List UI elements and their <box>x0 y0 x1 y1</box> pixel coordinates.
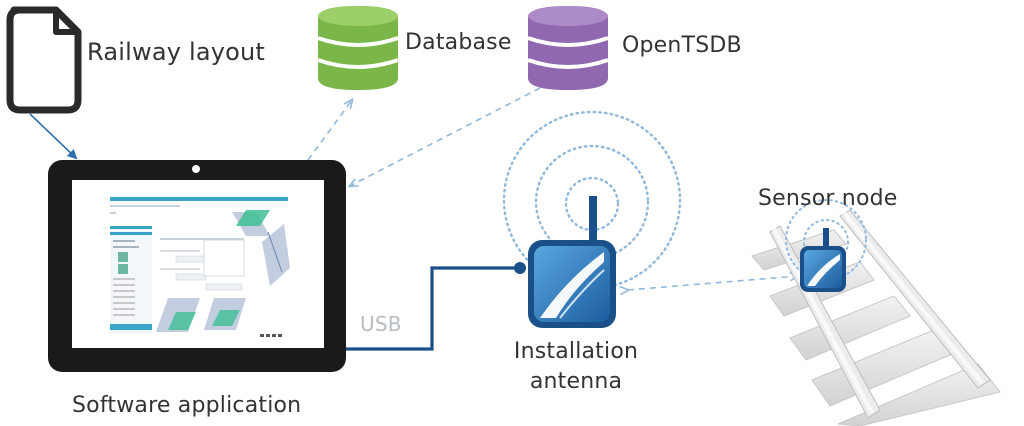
installation-antenna-label: Installation antenna <box>513 339 639 394</box>
usb-connector <box>514 262 526 274</box>
database-label: Database <box>405 30 512 55</box>
usb-cable <box>346 266 518 351</box>
document-icon <box>6 6 82 114</box>
railway-track-icon <box>751 209 1001 426</box>
software-application-label: Software application <box>72 393 302 418</box>
railway-layout-label: Railway layout <box>87 38 266 66</box>
arrow-antenna-sensor <box>628 276 798 290</box>
software-screen-mockup <box>110 197 290 337</box>
arrow-tablet-to-database <box>307 100 352 161</box>
database-icon <box>317 6 399 90</box>
usb-label: USB <box>360 312 402 336</box>
arrow-opentsdb-to-tablet <box>350 87 541 186</box>
sensor-node-icon <box>800 228 846 292</box>
tablet-icon <box>48 160 346 372</box>
sensor-node-label: Sensor node <box>758 186 898 211</box>
opentsdb-database-icon <box>527 6 609 90</box>
antenna-icon <box>528 196 616 328</box>
opentsdb-label: OpenTSDB <box>622 33 742 58</box>
arrow-railway-to-tablet <box>29 113 78 160</box>
